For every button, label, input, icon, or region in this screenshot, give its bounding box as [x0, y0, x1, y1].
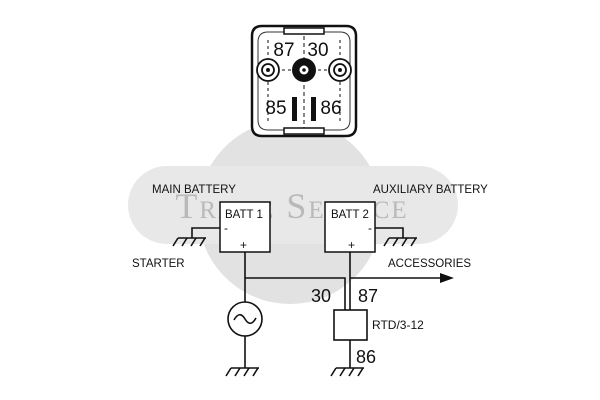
- accessories-label: ACCESSORIES: [388, 258, 471, 270]
- batt1-plus: +: [240, 238, 247, 252]
- arrow-icon: [440, 273, 454, 283]
- pin-30-label: 30: [307, 40, 328, 61]
- batt2-ground-wire: [375, 227, 404, 238]
- starter-label: STARTER: [132, 258, 185, 270]
- terminal-87-label: 87: [358, 286, 378, 306]
- ground-icon-aux: [383, 237, 417, 247]
- pin-87-terminal-icon: [256, 58, 280, 82]
- pin-right-terminal-icon: [328, 58, 352, 82]
- ground-icon-relay: [330, 367, 364, 377]
- batt2-minus: -: [368, 221, 372, 235]
- relay-model-label: RTD/3-12: [372, 318, 424, 332]
- relay-top-notch: [283, 27, 325, 35]
- aux-battery-title: AUXILIARY BATTERY: [373, 184, 488, 196]
- main-battery: MAIN BATTERY BATT 1 - +: [152, 184, 271, 253]
- pin-87-label: 87: [273, 40, 294, 61]
- pin-85-label: 85: [265, 98, 286, 119]
- batt1-minus: -: [224, 221, 228, 235]
- pin-30-terminal-icon: [292, 58, 316, 82]
- main-to-terminal30-wire: [245, 277, 346, 310]
- batt1-label: BATT 1: [225, 209, 263, 221]
- relay-inner-outline: [257, 31, 351, 131]
- pin-85-blade-icon: [292, 97, 297, 121]
- terminal-30-label: 30: [311, 286, 331, 306]
- pin-86-blade-icon: [311, 97, 316, 121]
- batt2-label: BATT 2: [331, 209, 369, 221]
- relay-pinout: 87 30 85 86: [250, 24, 358, 138]
- batt1-ground-wire: [191, 227, 220, 238]
- terminal-86-label: 86: [356, 347, 376, 367]
- pin-86-label: 86: [320, 98, 341, 119]
- relay-bottom-notch: [283, 127, 325, 135]
- ground-icon-starter: [172, 237, 206, 247]
- alternator-icon: [227, 301, 263, 337]
- batt2-box: [324, 201, 376, 253]
- ground-icon-alternator: [225, 367, 259, 377]
- watermark: Trade Service: [128, 120, 458, 304]
- batt2-plus: +: [348, 238, 355, 252]
- main-battery-title: MAIN BATTERY: [152, 184, 236, 196]
- wiring: [191, 227, 442, 368]
- relay-box: [333, 309, 368, 341]
- batt1-box: [219, 201, 271, 253]
- aux-battery: AUXILIARY BATTERY BATT 2 - +: [324, 184, 488, 253]
